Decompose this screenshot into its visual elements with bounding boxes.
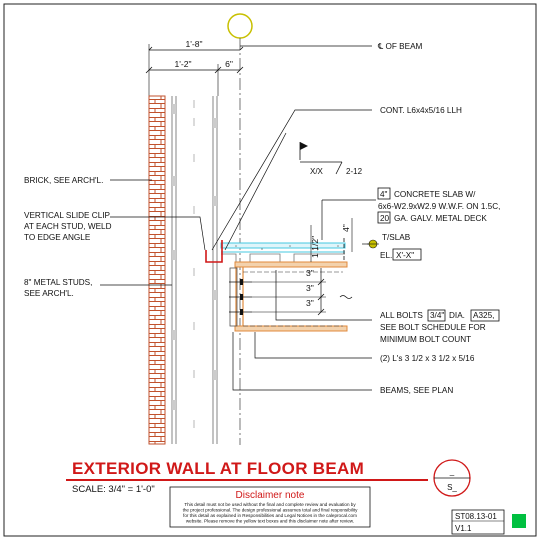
drawing-title: EXTERIOR WALL AT FLOOR BEAM [72,459,364,478]
bolt-grade-tag: A325, [473,311,494,320]
bolt-size-tag: 3/4" [430,311,444,320]
elevation-label: T/SLAB [382,233,411,242]
gauge-tag: 20 [380,214,390,223]
brick-veneer [148,95,166,445]
note-angles: (2) L's 3 1/2 x 3 1/2 x 5/16 [380,354,475,363]
section-flag: X/X 2-12 [299,142,363,176]
slab-ref-ratio: 2-12 [346,167,363,176]
dim-slab-thickness: 4" [341,224,351,232]
edge-angle [205,240,223,263]
note-studs-1: 8" METAL STUDS, [24,278,92,287]
disclaimer-line-1: This detail must not be used without the… [184,502,356,507]
note-clip-3: TO EDGE ANGLE [24,233,91,242]
sheet-id-box: ST08.13-01 V1.1 [451,509,526,535]
sheet-version: V1.1 [455,524,472,533]
note-centerline: ℄ OF BEAM [377,42,423,51]
drawing-scale: SCALE: 3/4" = 1'-0" [72,484,155,495]
note-slab: 4" CONCRETE SLAB W/ 6x6-W2.9xW2.9 W.W.F.… [377,187,500,224]
note-studs-2: SEE ARCH'L. [24,289,74,298]
sheet-number: ST08.13-01 [455,512,497,521]
note-slab-3: GA. GALV. METAL DECK [394,214,487,223]
section-bubble-top: _ [449,467,455,476]
note-clip-2: AT EACH STUD, WELD [24,222,112,231]
note-angle: CONT. L6x4x5/16 LLH [380,106,462,115]
dim-left: 1'-2" [174,59,191,69]
section-bubble: _ S_ [433,459,471,497]
bolts-dia: DIA. [449,311,465,320]
dim-right: 6" [225,59,233,69]
note-slab-1: CONCRETE SLAB W/ [394,190,476,199]
slab-ref: X/X [310,167,324,176]
note-clip-1: VERTICAL SLIDE CLIP [24,211,111,220]
note-slab-2: 6x6-W2.9xW2.9 W.W.F. ON 1.5C, [378,202,500,211]
sheet-border [3,3,537,537]
leader-lines [100,45,376,391]
disclaimer-title: Disclaimer note [236,490,305,501]
bolt-spacing-3: 3" [306,298,314,308]
grid-bubble [227,13,253,39]
title-block: EXTERIOR WALL AT FLOOR BEAM SCALE: 3/4" … [66,459,428,495]
note-brick: BRICK, SEE ARCH'L. [24,176,103,185]
bolt-dimensions: 3" 3" 3" [252,268,353,316]
bolt-spacing-2: 3" [306,283,314,293]
top-dimensions: 1'-8" 1'-2" 6" [145,39,244,96]
status-square-icon [512,514,526,528]
note-bolts-3: MINIMUM BOLT COUNT [380,335,471,344]
disclaimer-line-4: website. Please remove the yellow text b… [186,519,354,524]
note-elevation: T/SLAB EL. X'-X" [380,233,422,261]
elevation-prefix: EL. [380,251,392,260]
note-bolts: ALL BOLTS 3/4" DIA. A325, SEE BOLT SCHED… [380,309,500,344]
disclaimer-line-2: the project professional. The design pro… [183,508,359,513]
steel-beam [229,261,348,332]
dim-slab-depth: 1 1/2" [310,236,320,258]
elevation-value: X'-X" [396,251,414,260]
bolt-spacing-1: 3" [306,268,314,278]
slab-dimensions: 1 1/2" 4" [310,218,353,262]
disclaimer-box: Disclaimer note This detail must not be … [169,486,371,528]
disclaimer-line-3: for this detail as explained in Responsi… [183,513,357,518]
bolts-prefix: ALL BOLTS [380,311,423,320]
note-beams: BEAMS, SEE PLAN [380,386,453,395]
slab-thickness-tag: 4" [380,190,388,199]
section-bubble-bottom: S_ [447,483,457,492]
dim-overall: 1'-8" [185,39,202,49]
floor-slab [205,238,346,263]
metal-stud-wall [171,96,218,444]
note-bolts-2: SEE BOLT SCHEDULE FOR [380,323,486,332]
